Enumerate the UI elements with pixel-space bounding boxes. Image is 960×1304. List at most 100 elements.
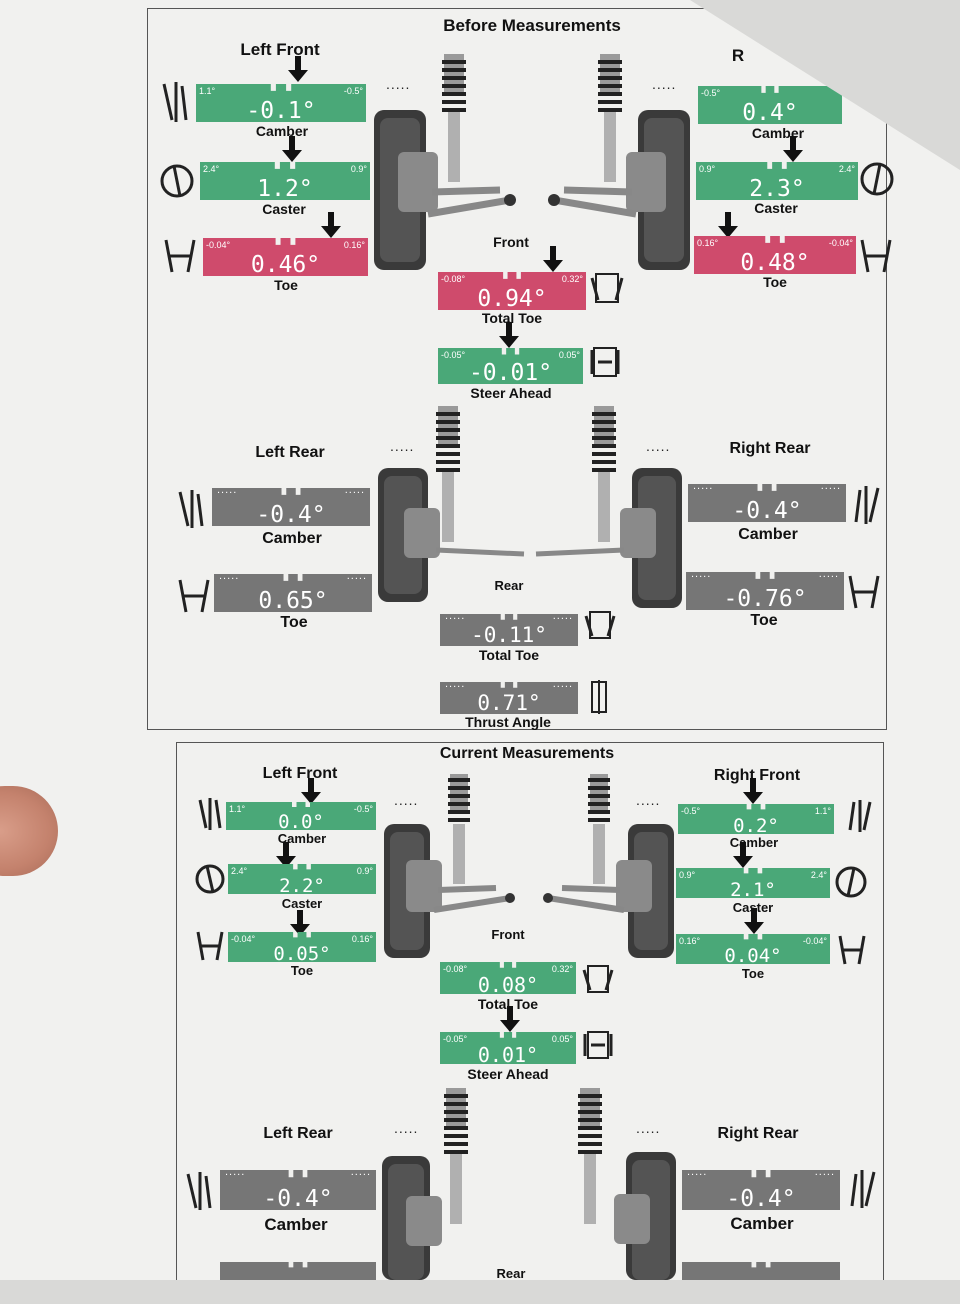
right-front-caster-label: Caster (754, 200, 798, 216)
right-rear-toe-max: ..... (818, 568, 839, 580)
rear-axle-label: Rear (494, 578, 524, 593)
camber-icon (198, 798, 222, 830)
right-rear-camber-gauge: ..... ..... -0.4° (688, 480, 846, 524)
left-rear-camber-gauge: ..... ..... -0.4° (220, 1166, 376, 1212)
right-front-caster-gauge: 0.9° 2.4° 2.3° (696, 162, 858, 202)
left-front-camber-indicator (288, 56, 308, 82)
right-rear-camber-max: ..... (814, 1166, 835, 1178)
steer-ahead-indicator (499, 322, 519, 348)
right-front-camber-min: -0.5° (681, 806, 701, 816)
thrust-angle-icon (591, 680, 607, 714)
steer-ahead-value: 0.01° (477, 1043, 539, 1067)
left-front-toe-max: 0.16° (351, 934, 373, 944)
left-rear-toe-gauge: ..... ..... 0.65° (214, 570, 372, 614)
left-rear-camber-label: Camber (264, 1215, 328, 1234)
rear-left-wheel-illustration (378, 406, 525, 602)
front-axle-label: Front (491, 927, 525, 942)
right-front-caster-indicator (733, 842, 753, 868)
right-rear-camber-label: Camber (738, 526, 798, 543)
camber-icon (162, 82, 188, 122)
left-front-toe-label: Toe (274, 277, 298, 293)
right-rear-toe-value: -0.76° (723, 586, 807, 612)
right-front-toe-label: Toe (741, 966, 765, 981)
right-front-toe-min: 0.16° (697, 238, 719, 248)
rear-left-wheel-illustration (382, 1088, 468, 1280)
right-rear-placeholder-dots: ..... (636, 1120, 661, 1136)
steer-ahead-max: 0.05° (558, 350, 580, 360)
left-rear-toe-max: ..... (346, 570, 367, 582)
left-front-caster-gauge: 2.4° 0.9° 1.2° (200, 162, 370, 202)
before-section-frame (147, 8, 887, 730)
left-rear-camber-value: -0.4° (256, 502, 326, 528)
right-front-caster-max: 2.4° (838, 164, 855, 174)
left-front-caster-label: Caster (281, 896, 323, 911)
right-rear-title: Right Rear (729, 440, 811, 457)
right-front-caster-indicator (783, 136, 803, 162)
left-front-camber-label: Camber (277, 831, 327, 846)
rear-axle-label: Rear (496, 1266, 526, 1281)
left-rear-placeholder-dots: ..... (390, 438, 415, 454)
front-left-wheel-illustration (374, 54, 516, 270)
camber-icon (178, 490, 204, 528)
right-front-caster-min: 0.9° (679, 870, 696, 880)
rear-right-wheel-illustration (578, 1088, 676, 1280)
total-toe-rear-max: ..... (552, 610, 573, 622)
steer-ahead-gauge: -0.05° 0.05° 0.01° (440, 1032, 576, 1067)
total-toe-rear-label: Total Toe (478, 647, 540, 663)
right-front-toe-label: Toe (763, 274, 787, 290)
caster-icon (195, 864, 225, 894)
thrust-angle-max: ..... (552, 678, 573, 690)
steer-ahead-min: -0.05° (443, 1034, 468, 1044)
left-front-toe-max: 0.16° (343, 240, 365, 250)
steer-ahead-indicator (500, 1006, 520, 1032)
caster-icon (860, 162, 894, 196)
camber-icon (850, 1170, 876, 1208)
front-right-wheel-illustration (543, 774, 674, 958)
steer-ahead-min: -0.05° (441, 350, 466, 360)
left-front-placeholder-dots: ..... (394, 792, 419, 808)
left-front-title: Left Front (240, 40, 320, 59)
total-toe-rear-min: ..... (445, 610, 466, 622)
front-axle-label: Front (493, 234, 529, 250)
total-toe-front-indicator (543, 246, 563, 272)
left-front-camber-indicator (301, 778, 321, 804)
left-front-camber-gauge: 1.1° -0.5° -0.1° (196, 84, 366, 124)
right-rear-camber-max: ..... (820, 480, 841, 492)
before-section-title: Before Measurements (443, 16, 621, 35)
total-toe-front-value: 0.08° (477, 973, 539, 997)
right-front-toe-gauge: 0.16° -0.04° 0.48° (694, 236, 856, 276)
left-rear-camber-max: ..... (344, 484, 365, 496)
thrust-angle-min: ..... (445, 678, 466, 690)
front-right-wheel-illustration (548, 54, 690, 270)
right-rear-camber-gauge: ..... ..... -0.4° (682, 1166, 840, 1212)
left-front-toe-label: Toe (290, 963, 314, 978)
left-front-caster-label: Caster (262, 201, 306, 217)
left-front-caster-indicator (282, 136, 302, 162)
total-toe-front-min: -0.08° (443, 964, 468, 974)
camber-icon (186, 1172, 212, 1210)
total-toe-icon (590, 273, 624, 303)
right-front-camber-value: 0.4° (742, 100, 798, 126)
left-front-camber-min: 1.1° (199, 86, 216, 96)
steer-ahead-max: 0.05° (551, 1034, 573, 1044)
current-section-frame (176, 742, 884, 1280)
right-front-camber-indicator (743, 778, 763, 804)
toe-icon (838, 935, 866, 965)
right-rear-camber-label: Camber (730, 1214, 794, 1233)
left-front-camber-value: -0.1° (246, 98, 316, 124)
right-rear-camber-value: -0.4° (732, 498, 802, 524)
right-front-toe-max: -0.04° (828, 238, 853, 248)
left-front-title: Left Front (262, 765, 338, 782)
right-front-placeholder-dots: ..... (652, 76, 677, 92)
right-front-caster-label: Caster (732, 900, 774, 915)
right-rear-placeholder-dots: ..... (646, 438, 671, 454)
total-toe-front-value: 0.94° (477, 286, 547, 312)
right-front-caster-gauge: 0.9° 2.4° 2.1° (676, 868, 830, 900)
left-front-toe-value: 0.46° (250, 252, 321, 278)
right-front-caster-min: 0.9° (699, 164, 716, 174)
left-front-toe-min: -0.04° (206, 240, 231, 250)
toe-icon (178, 579, 210, 613)
toe-icon (860, 239, 892, 273)
right-rear-camber-value: -0.4° (726, 1186, 796, 1212)
